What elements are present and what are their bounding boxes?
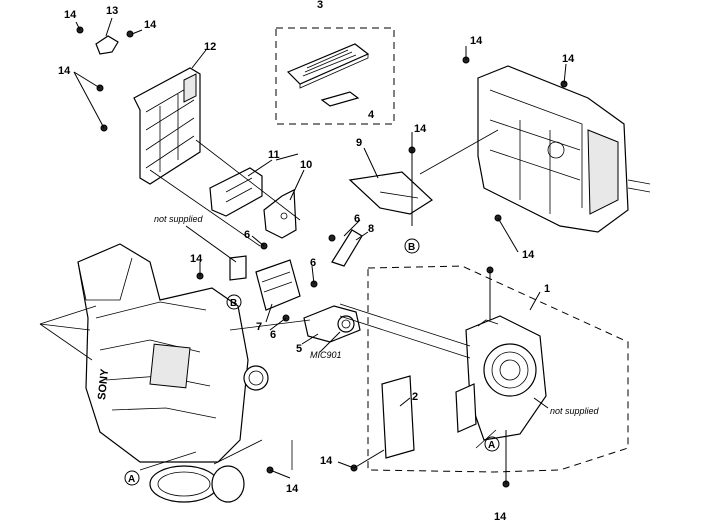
- svg-text:B: B: [408, 242, 415, 253]
- bracket-13: [95, 35, 119, 55]
- part-8: [331, 229, 363, 267]
- not-supplied-piece-left: [229, 255, 247, 281]
- label-part-9: 9: [356, 137, 362, 149]
- svg-text:B: B: [230, 298, 237, 309]
- svg-text:A: A: [128, 474, 135, 485]
- label-part-14: 14: [320, 455, 333, 467]
- part-2-panel: [381, 375, 415, 459]
- label-part-12: 12: [204, 41, 216, 53]
- ref-b-upper: B: [404, 238, 420, 254]
- label-part-2: 2: [412, 391, 418, 403]
- bracket-12: [133, 67, 201, 185]
- part-11: [209, 167, 263, 217]
- ref-b-lower: B: [226, 294, 242, 310]
- label-part-11: 11: [268, 149, 280, 161]
- label-part-8: 8: [368, 223, 374, 235]
- battery-holder: [320, 91, 360, 107]
- label-part-14: 14: [190, 253, 203, 265]
- label-part-14: 14: [58, 65, 71, 77]
- label-part-14: 14: [414, 123, 427, 135]
- ref-a-left: A: [124, 470, 140, 486]
- remote-commander-group: [275, 27, 395, 125]
- svg-text:A: A: [488, 440, 495, 451]
- label-part-13: 13: [106, 5, 118, 17]
- plate-9: [348, 171, 433, 215]
- remote-commander: [286, 43, 370, 89]
- label-part-10: 10: [300, 159, 312, 171]
- brand-logo: SONY: [96, 368, 111, 401]
- lens-block: [465, 315, 547, 441]
- screws: [76, 26, 568, 488]
- label-part-3: 3: [317, 0, 323, 11]
- part-10: [263, 189, 297, 239]
- label-part-6: 6: [244, 229, 250, 241]
- label-part-14: 14: [494, 511, 507, 523]
- board-7: [255, 259, 301, 311]
- label-part-1: 1: [544, 283, 550, 295]
- label-part-6: 6: [310, 257, 316, 269]
- label-part-14: 14: [64, 9, 77, 21]
- label-part-14: 14: [144, 19, 157, 31]
- frame-assembly: [477, 65, 651, 233]
- note-mic901: MIC901: [310, 350, 342, 360]
- note-not-supplied-right: not supplied: [550, 406, 600, 416]
- label-part-5: 5: [296, 343, 302, 355]
- label-part-4: 4: [368, 109, 375, 121]
- mic-board-5: [303, 305, 361, 343]
- ref-a-right: A: [484, 436, 500, 452]
- label-part-6: 6: [354, 213, 360, 225]
- note-not-supplied-left: not supplied: [154, 214, 204, 224]
- lens-cap: [149, 465, 245, 503]
- lens-bracket: [455, 383, 477, 433]
- label-part-7: 7: [256, 321, 262, 333]
- label-part-14: 14: [522, 249, 535, 261]
- label-part-6: 6: [270, 329, 276, 341]
- leader-lines: [39, 17, 567, 484]
- label-part-14: 14: [286, 483, 299, 495]
- label-part-14: 14: [562, 53, 575, 65]
- camera-body: SONY: [77, 243, 269, 463]
- label-part-14: 14: [470, 35, 483, 47]
